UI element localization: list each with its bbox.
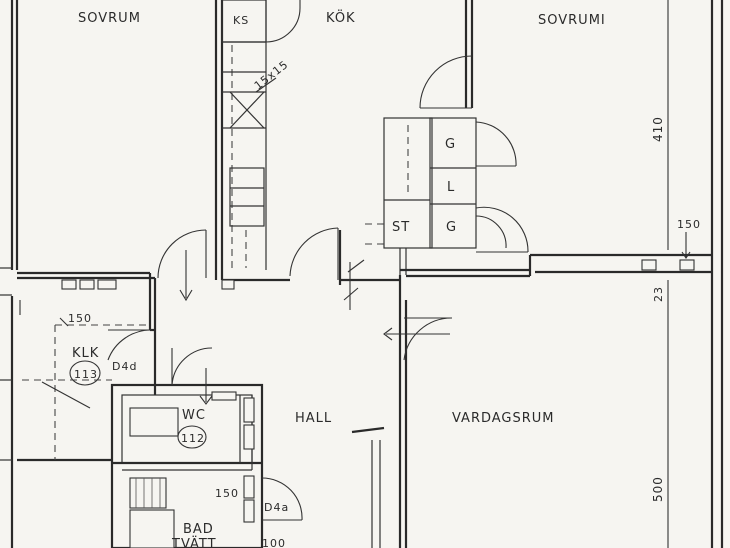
bathtub	[129, 509, 175, 548]
bathroom-fixtures	[129, 391, 255, 548]
dim-150-bad: 150	[215, 487, 239, 500]
wc-number-circle	[177, 425, 207, 449]
wc-sink	[129, 407, 179, 437]
dim-150-right: 150	[677, 218, 701, 231]
label-wc: WC	[182, 408, 206, 423]
label-g-upper: G	[445, 137, 456, 152]
dim-23: 23	[652, 286, 665, 302]
dimension-lines	[59, 0, 691, 548]
label-kok: KÖK	[326, 9, 356, 26]
dim-500: 500	[651, 476, 665, 502]
label-klk-number: 113	[74, 368, 98, 381]
laundry-unit	[129, 477, 167, 509]
klk-number-circle	[69, 360, 101, 386]
label-st: ST	[392, 220, 410, 235]
label-klk: KLK	[72, 346, 99, 361]
label-d4d: D4d	[112, 360, 137, 373]
label-wc-number: 112	[181, 432, 205, 445]
label-hall: HALL	[295, 411, 332, 426]
closet-block	[383, 117, 433, 249]
label-l: L	[447, 180, 455, 195]
dim-150-klk: 150	[68, 312, 92, 325]
label-bad: BAD	[183, 522, 214, 537]
label-sovrum-1: SOVRUM	[78, 11, 141, 26]
labels: SOVRUM KÖK KS SOVRUMI 15x15 G L G ST 410…	[68, 9, 701, 548]
stove	[229, 167, 265, 227]
label-d4a: D4a	[264, 501, 289, 514]
wc-bad-outer	[110, 383, 264, 548]
label-g-lower: G	[446, 220, 457, 235]
dim-100: 100	[262, 537, 286, 548]
wc-vent-box	[211, 391, 237, 401]
dim-410: 410	[651, 116, 665, 142]
glg-block	[429, 117, 477, 249]
label-vent-size: 15x15	[252, 58, 291, 93]
kitchen-cabinets	[221, 0, 277, 270]
door-swings	[107, 0, 529, 521]
label-sovrum-2: SOVRUMI	[538, 13, 606, 28]
label-vardagsrum: VARDAGSRUM	[452, 411, 555, 426]
label-ks: KS	[233, 14, 249, 27]
vent-cross-b	[229, 91, 265, 129]
label-tvatt: TVÄTT	[171, 536, 217, 548]
vent-markers	[61, 259, 695, 290]
